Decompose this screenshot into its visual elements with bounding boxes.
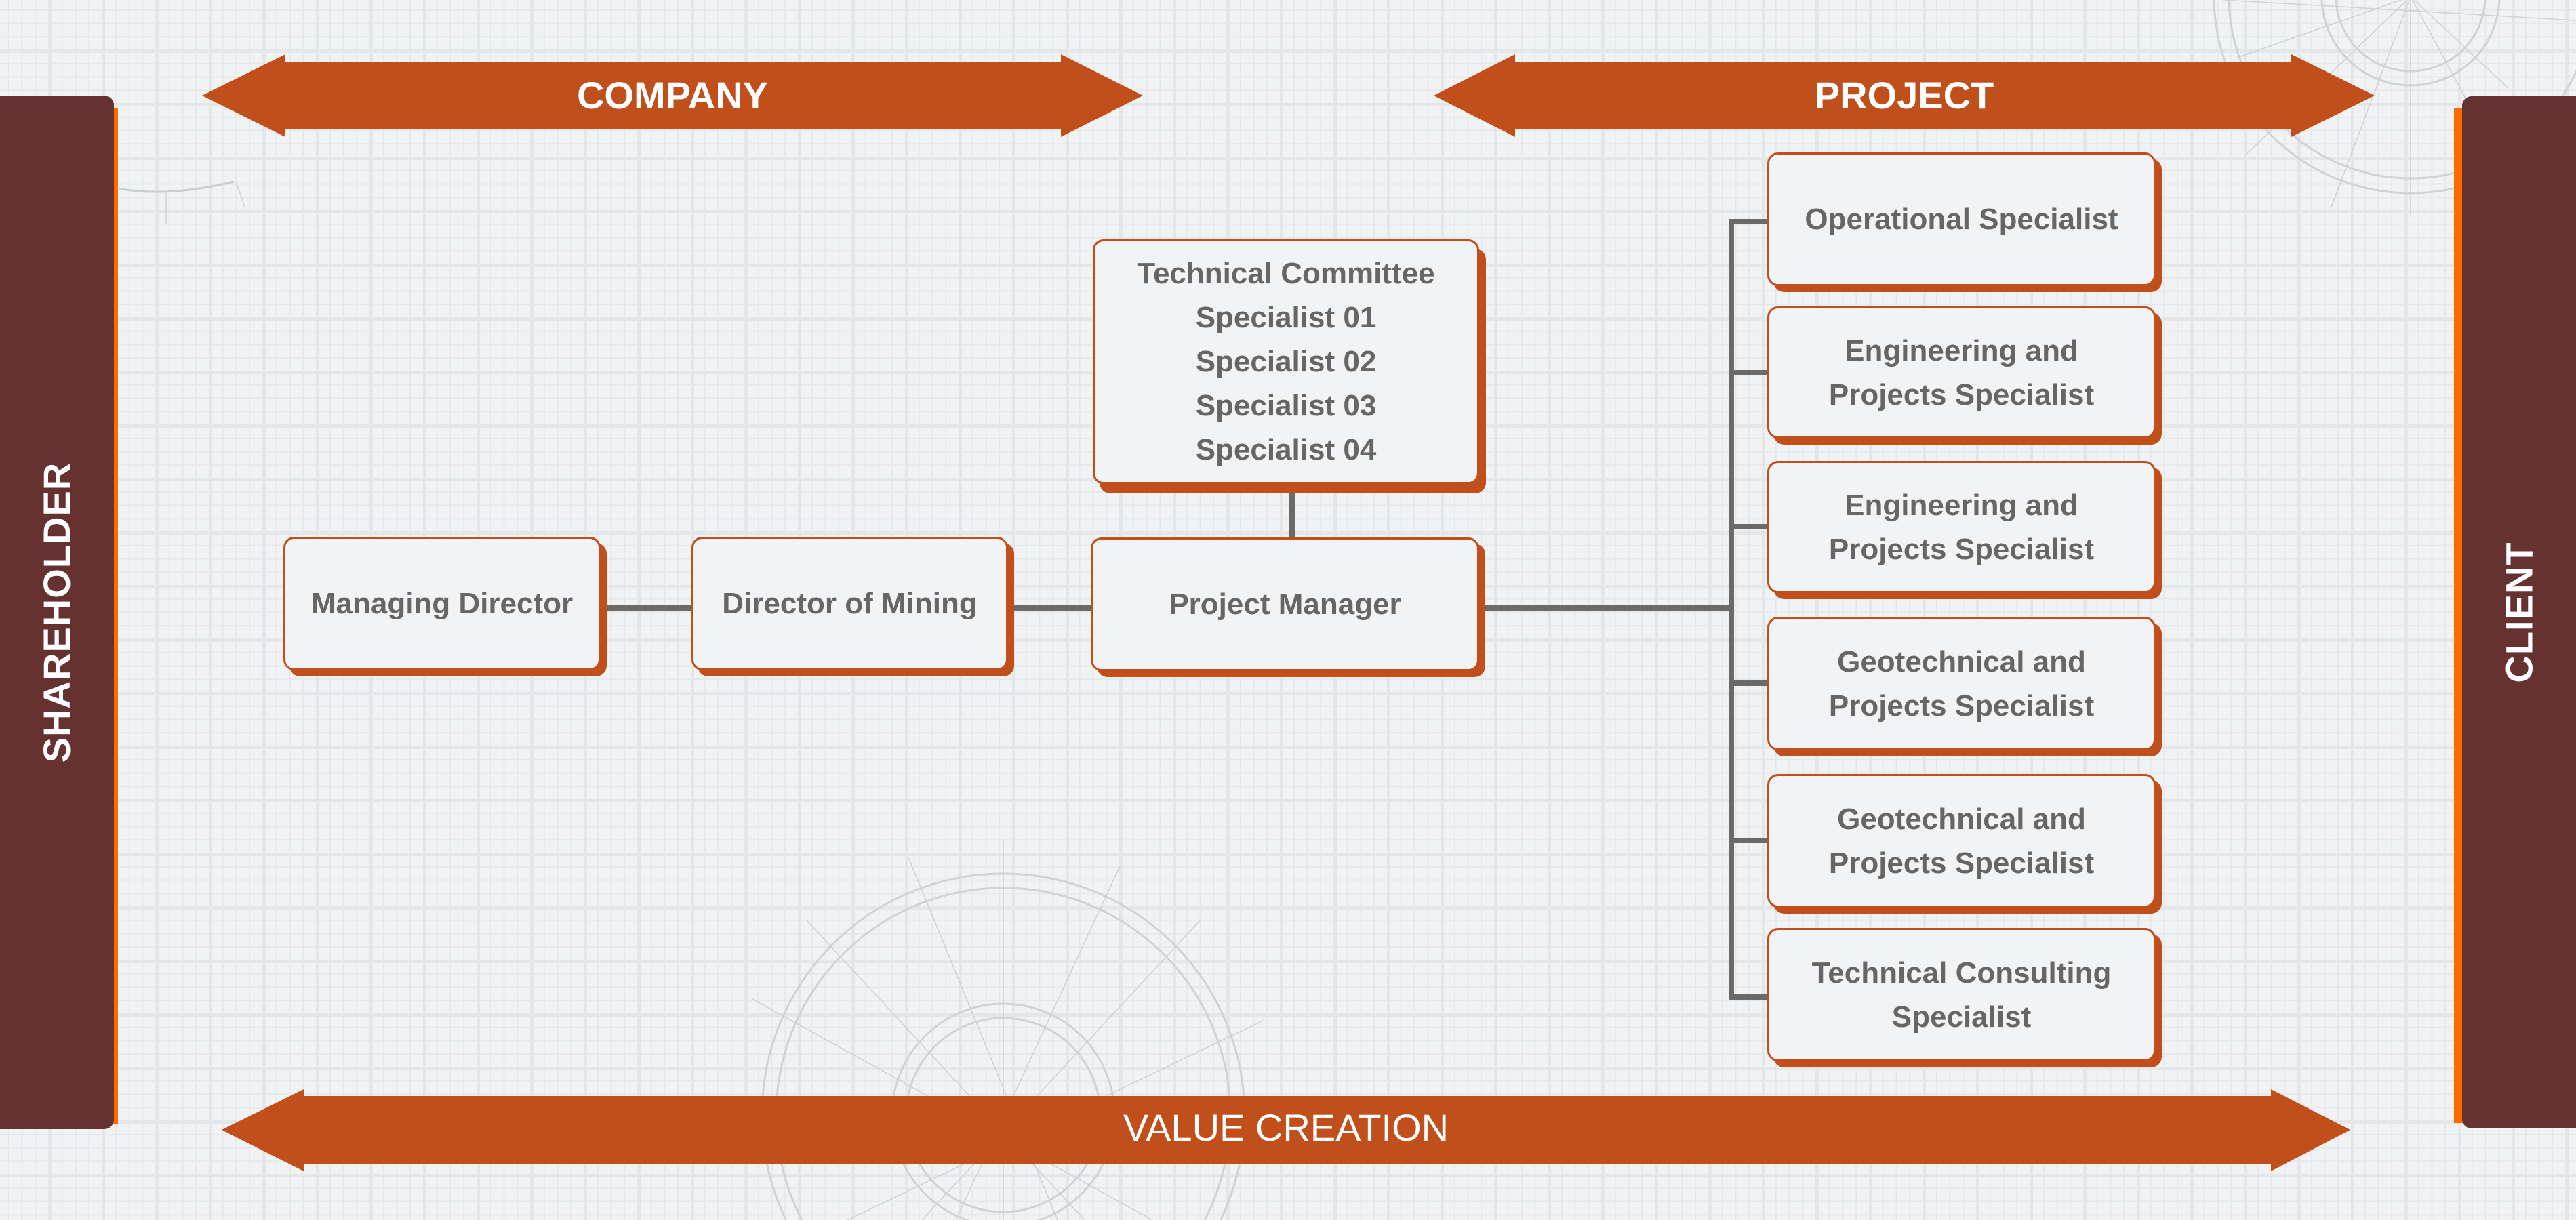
value-creation-banner: VALUE CREATION	[222, 1089, 2350, 1171]
value-creation-label: VALUE CREATION	[1123, 1106, 1449, 1149]
specialist-label: Engineering and	[1845, 333, 2078, 367]
specialist-node-geotechnical-2[interactable]: Geotechnical and Projects Specialist	[1767, 774, 2156, 908]
specialist-label: Projects Specialist	[1828, 846, 2095, 880]
project-manager-node[interactable]: Project Manager	[1091, 537, 1479, 671]
specialist-label: Specialist	[1891, 1000, 2032, 1034]
branch-line	[1729, 219, 1769, 224]
branch-line	[1729, 680, 1769, 686]
specialist-node-engineering-2[interactable]: Engineering and Projects Specialist	[1767, 461, 2156, 593]
connector-dom-to-pm	[1010, 605, 1093, 611]
company-banner: COMPANY	[202, 54, 1143, 137]
specialist-label: Geotechnical and	[1837, 802, 2086, 836]
specialist-label: Projects Specialist	[1828, 689, 2095, 723]
connector-committee-to-pm	[1289, 493, 1295, 538]
director-of-mining-node[interactable]: Director of Mining	[691, 537, 1008, 670]
shareholder-bar: SHAREHOLDER	[0, 96, 114, 1129]
project-label: PROJECT	[1814, 74, 1994, 117]
branch-line	[1729, 370, 1769, 375]
specialist-node-technical-consulting[interactable]: Technical Consulting Specialist	[1767, 928, 2156, 1061]
specialist-node-geotechnical-1[interactable]: Geotechnical and Projects Specialist	[1767, 617, 2156, 750]
committee-member: Specialist 02	[1195, 345, 1377, 378]
value-creation-double-arrow-icon	[222, 1089, 2350, 1171]
client-bar: CLIENT	[2462, 96, 2576, 1128]
branch-line	[1729, 524, 1769, 529]
managing-director-label: Managing Director	[310, 587, 573, 620]
branch-line	[1729, 838, 1769, 843]
specialist-label: Projects Specialist	[1828, 532, 2095, 566]
committee-member: Specialist 01	[1195, 301, 1377, 334]
specialist-node-operational[interactable]: Operational Specialist	[1767, 152, 2156, 286]
project-manager-label: Project Manager	[1169, 588, 1401, 621]
project-double-arrow-icon	[1434, 54, 2375, 137]
specialist-label: Geotechnical and	[1837, 645, 2086, 678]
specialist-label: Projects Specialist	[1828, 378, 2095, 411]
managing-director-node[interactable]: Managing Director	[283, 537, 601, 670]
project-banner: PROJECT	[1434, 54, 2375, 137]
shareholder-label: SHAREHOLDER	[35, 462, 79, 763]
specialist-node-engineering-1[interactable]: Engineering and Projects Specialist	[1767, 306, 2156, 439]
branch-line	[1729, 994, 1769, 1000]
technical-committee-node[interactable]: Technical Committee Specialist 01 Specia…	[1093, 239, 1479, 484]
committee-member: Specialist 04	[1195, 433, 1377, 466]
specialist-label: Engineering and	[1845, 488, 2078, 522]
specialist-label: Operational Specialist	[1805, 203, 2118, 236]
specialist-label: Technical Consulting	[1811, 956, 2112, 990]
client-label: CLIENT	[2497, 542, 2541, 683]
technical-committee-title: Technical Committee	[1137, 257, 1435, 290]
connector-md-to-dom	[600, 605, 693, 611]
director-of-mining-label: Director of Mining	[722, 587, 978, 620]
committee-member: Specialist 03	[1195, 389, 1377, 422]
company-label: COMPANY	[576, 74, 769, 117]
connector-pm-to-trunk	[1483, 605, 1734, 611]
company-double-arrow-icon	[202, 54, 1143, 137]
specialist-trunk-line	[1729, 219, 1734, 1000]
